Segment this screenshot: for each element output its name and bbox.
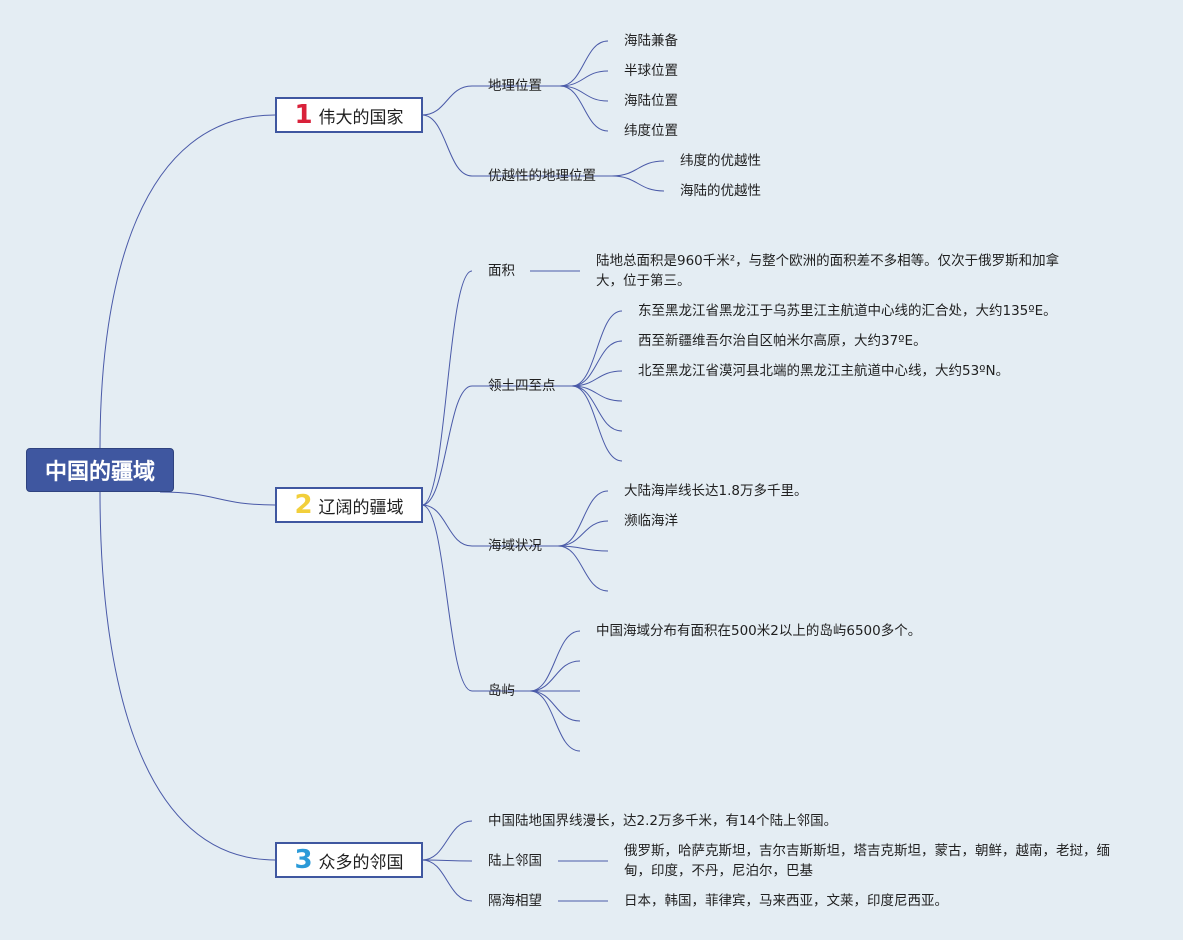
connector-line [529,630,581,692]
leaf-sea-land-both[interactable]: 海陆兼备 [624,33,678,49]
number-2-badge: 2 [294,490,313,520]
leaf-north-point[interactable]: 北至黑龙江省漠河县北端的黑龙江主航道中心线，大约53ºN。 [638,363,1010,379]
number-3-badge: 3 [294,845,313,875]
connector-line [571,340,623,387]
connector-line [421,504,473,692]
subtopic-area[interactable]: 面积 [488,263,515,279]
subtopic-advantageous-location[interactable]: 优越性的地理位置 [488,168,596,184]
topic-label: 众多的邻国 [318,852,404,873]
subtopic-land-neighbors[interactable]: 陆上邻国 [488,853,542,869]
leaf-latitude-advantage[interactable]: 纬度的优越性 [680,153,761,169]
topic-many-neighbors[interactable]: 3 众多的邻国 [275,842,423,878]
leaf-coastline-length[interactable]: 大陆海岸线长达1.8万多千里。 [624,483,808,499]
topic-label: 伟大的国家 [318,107,404,128]
connector-line [571,310,623,387]
connector-line [421,385,473,506]
connector-line [529,690,581,752]
leaf-land-neighbors-list[interactable]: 俄罗斯，哈萨克斯坦，吉尔吉斯斯坦，塔吉克斯坦，蒙古，朝鲜，越南，老挝，缅甸，印度… [624,843,1110,879]
connector-line [571,385,623,462]
topic-vast-territory[interactable]: 2 辽阔的疆域 [275,487,423,523]
subtopic-sea-area[interactable]: 海域状况 [488,538,542,554]
connector-line [611,160,665,177]
subtopic-geographic-location[interactable]: 地理位置 [488,78,542,94]
leaf-sea-land-advantage[interactable]: 海陆的优越性 [680,183,761,199]
topic-great-country[interactable]: 1 伟大的国家 [275,97,423,133]
connector-line [421,85,473,116]
leaf-hemisphere-position[interactable]: 半球位置 [624,63,678,79]
root-connector-line [159,491,276,506]
root-connector-line [99,114,276,449]
leaf-across-sea-list[interactable]: 日本，韩国，菲律宾，马来西亚，文莱，印度尼西亚。 [624,893,948,909]
root-topic[interactable]: 中国的疆域 [26,448,174,492]
connector-line [571,385,623,402]
subtopic-extreme-points[interactable]: 领土四至点 [488,378,556,394]
connector-line [421,859,473,862]
connector-line [559,85,609,132]
connector-line [559,85,609,102]
connector-line [421,859,473,902]
connector-line [421,114,473,177]
number-1-badge: 1 [294,100,313,130]
connector-line [557,520,609,547]
leaf-islands-count[interactable]: 中国海域分布有面积在500米2以上的岛屿6500多个。 [596,623,922,639]
connector-line [529,690,581,722]
connector-line [571,385,623,432]
connector-line [557,545,609,552]
subtopic-islands[interactable]: 岛屿 [488,683,515,699]
connector-line [557,490,609,547]
leaf-adjacent-seas[interactable]: 濒临海洋 [624,513,678,529]
topic-label: 辽阔的疆域 [318,497,404,518]
leaf-area-detail[interactable]: 陆地总面积是960千米²，与整个欧洲的面积差不多相等。仅次于俄罗斯和加拿大，位于… [596,253,1060,289]
connector-line [557,545,609,592]
connector-line [611,175,665,192]
leaf-latitude-position[interactable]: 纬度位置 [624,123,678,139]
connector-line [529,660,581,692]
leaf-east-point[interactable]: 东至黑龙江省黑龙江于乌苏里江主航道中心线的汇合处，大约135ºE。 [638,303,1057,319]
leaf-sea-land-position[interactable]: 海陆位置 [624,93,678,109]
subtopic-land-border[interactable]: 中国陆地国界线漫长，达2.2万多千米，有14个陆上邻国。 [488,813,838,829]
connector-line [571,370,623,387]
connector-line [421,270,473,506]
connector-line [559,70,609,87]
leaf-west-point[interactable]: 西至新疆维吾尔治自区帕米尔高原，大约37ºE。 [638,333,927,349]
root-connector-line [99,491,276,861]
connector-line [421,504,473,547]
subtopic-across-sea[interactable]: 隔海相望 [488,893,542,909]
connector-line [559,40,609,87]
connector-line [421,820,473,861]
